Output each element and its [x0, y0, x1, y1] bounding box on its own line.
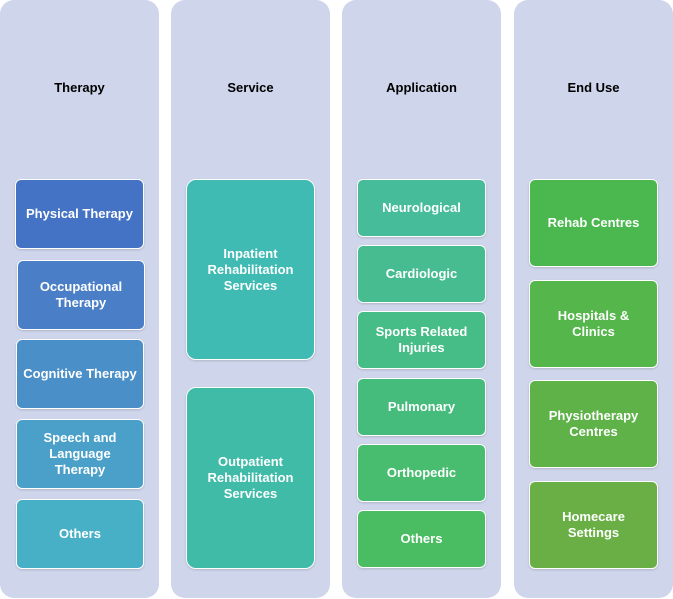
category-box: Homecare Settings: [529, 481, 658, 569]
category-box: Pulmonary: [357, 378, 486, 436]
category-box: Physical Therapy: [15, 179, 144, 249]
column-title: Service: [227, 80, 274, 95]
category-box: Rehab Centres: [529, 179, 658, 267]
column-application: Application Neurological Cardiologic Spo…: [342, 0, 501, 598]
column-therapy: Therapy Physical Therapy Occupational Th…: [0, 0, 159, 598]
category-box: Inpatient Rehabilitation Services: [186, 179, 315, 360]
column-title: Therapy: [54, 80, 105, 95]
category-box: Outpatient Rehabilitation Services: [186, 387, 315, 569]
category-box: Others: [357, 510, 486, 568]
column-end-use: End Use Rehab Centres Hospitals & Clinic…: [514, 0, 673, 598]
column-title: End Use: [567, 80, 620, 95]
column-title: Application: [386, 80, 457, 95]
category-box: Sports Related Injuries: [357, 311, 486, 369]
category-box: Neurological: [357, 179, 486, 237]
category-box: Orthopedic: [357, 444, 486, 502]
category-box: Others: [16, 499, 144, 569]
column-service: Service Inpatient Rehabilitation Service…: [171, 0, 330, 598]
category-box: Hospitals & Clinics: [529, 280, 658, 368]
category-box: Occupational Therapy: [17, 260, 145, 330]
category-box: Cognitive Therapy: [16, 339, 144, 409]
category-box: Physiotherapy Centres: [529, 380, 658, 468]
category-box: Speech and Language Therapy: [16, 419, 144, 489]
category-box: Cardiologic: [357, 245, 486, 303]
